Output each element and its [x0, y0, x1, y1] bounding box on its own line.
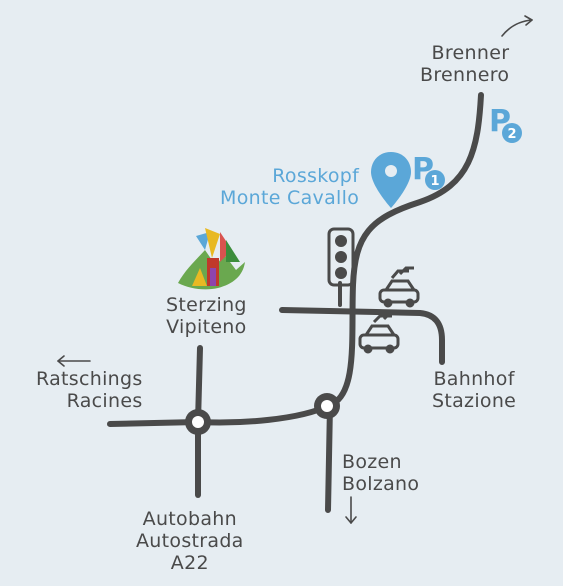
road-brenner-main — [327, 92, 484, 408]
road-ratschings — [107, 419, 201, 427]
label-ratschings-it: Racines — [66, 390, 143, 412]
label-bozen-de: Bozen — [342, 451, 402, 473]
label-autobahn-de: Autobahn — [142, 508, 237, 530]
arrow-icon — [57, 355, 91, 367]
label-rosskopf-de: Rosskopf — [272, 165, 360, 187]
label-rosskopf: Rosskopf Monte Cavallo — [220, 165, 359, 209]
label-bozen: Bozen Bolzano — [342, 451, 419, 495]
town-logo-icon — [178, 228, 245, 290]
car-icon — [378, 266, 420, 308]
label-brenner-it: Brennero — [420, 64, 510, 86]
label-rosskopf-it: Monte Cavallo — [220, 187, 360, 209]
label-brenner: Brenner Brennero — [420, 42, 509, 86]
label-bahnhof: Bahnhof Stazione — [432, 368, 516, 412]
label-sterzing-it: Vipiteno — [166, 316, 247, 338]
location-pin-icon — [371, 152, 411, 208]
label-ratschings-de: Ratschings — [36, 368, 143, 390]
parking-p1-icon: P 1 — [412, 152, 445, 190]
arrow-icon — [501, 15, 533, 37]
car-icon — [358, 311, 400, 354]
roundabout-icon — [185, 409, 211, 435]
road-sterzing-link — [195, 402, 333, 426]
label-autobahn: Autobahn Autostrada A22 — [136, 508, 244, 574]
parking-p1-number: 1 — [430, 174, 439, 189]
traffic-light-icon — [327, 227, 355, 287]
parking-p2-icon: P 2 — [489, 104, 522, 143]
arrow-icon — [345, 496, 357, 524]
road-sterzing-bahnhof — [279, 307, 445, 365]
label-ratschings: Ratschings Racines — [36, 368, 143, 412]
label-autobahn-code: A22 — [170, 552, 209, 574]
label-sterzing-de: Sterzing — [166, 294, 247, 316]
label-bahnhof-de: Bahnhof — [433, 368, 515, 390]
label-sterzing: Sterzing Vipiteno — [166, 294, 247, 338]
roundabout-icon — [314, 393, 340, 419]
label-bahnhof-it: Stazione — [432, 390, 517, 412]
label-autobahn-it: Autostrada — [136, 530, 244, 552]
parking-p2-number: 2 — [507, 127, 516, 142]
road-bozen — [325, 402, 333, 513]
label-brenner-de: Brenner — [431, 42, 510, 64]
label-bozen-it: Bolzano — [342, 473, 420, 495]
